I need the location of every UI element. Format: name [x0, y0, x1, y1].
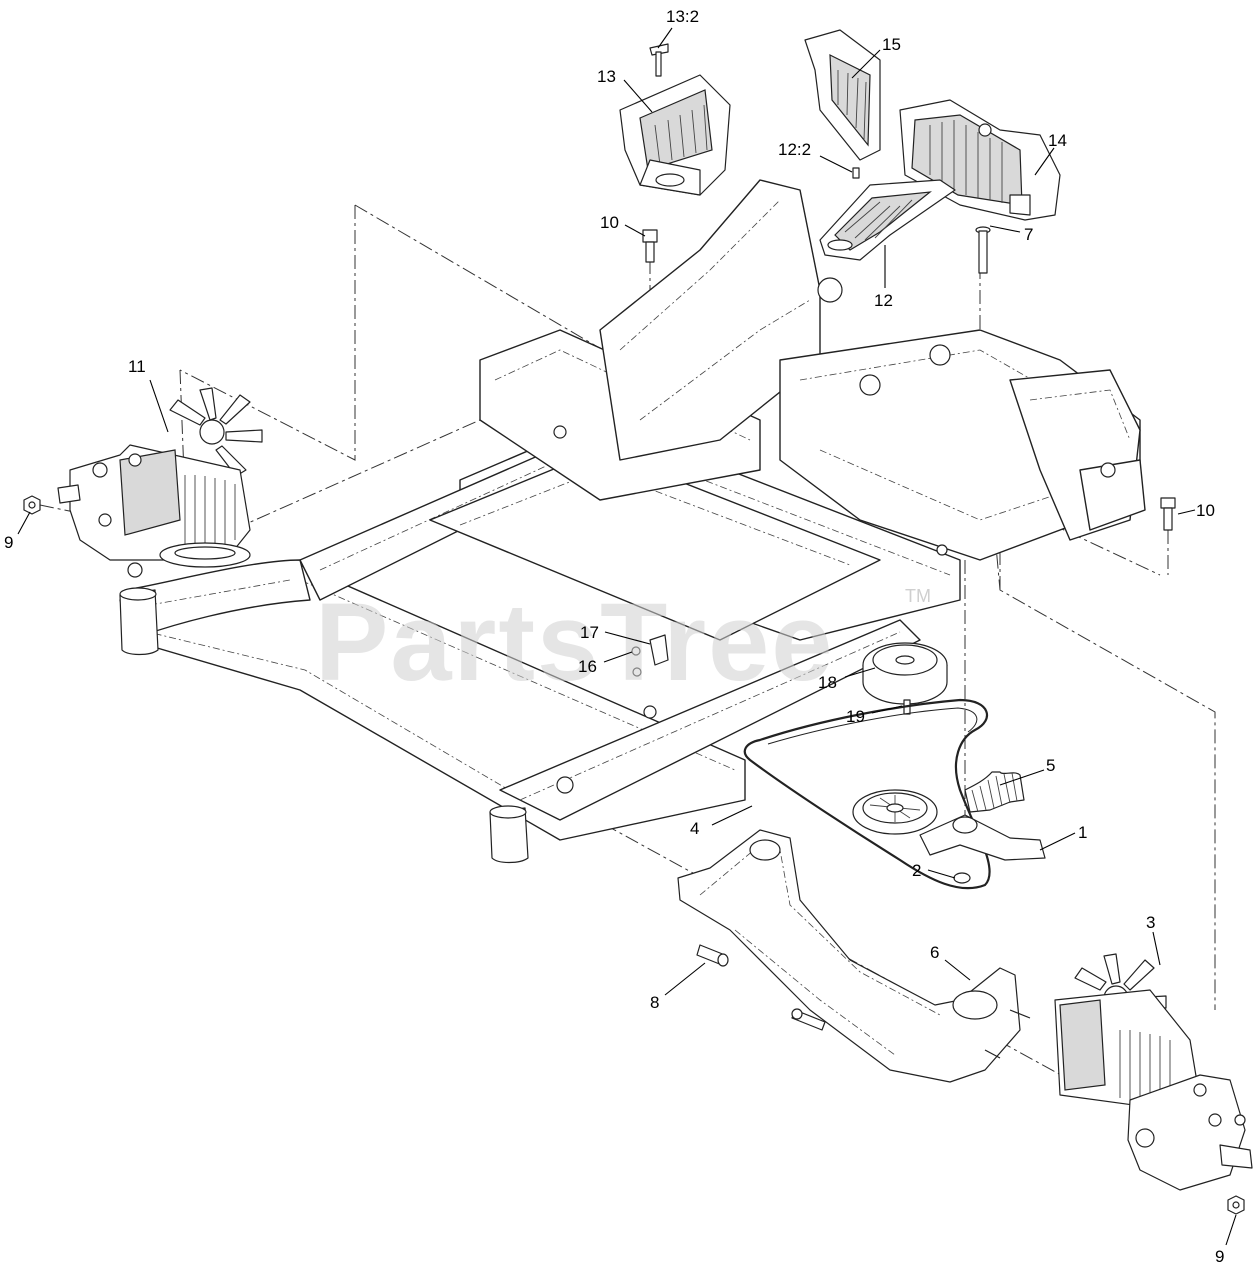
callout-14: 14: [1048, 131, 1067, 150]
part-12-2-fastener[interactable]: [852, 167, 860, 179]
callout-15: 15: [882, 35, 901, 54]
callout-18: 18: [818, 673, 837, 692]
callout-9-left: 9: [4, 533, 13, 552]
partstree-watermark: PartsTree TM: [315, 581, 931, 704]
callout-4: 4: [690, 819, 699, 838]
part-10-bolt-right[interactable]: [1160, 497, 1176, 531]
callout-7: 7: [1024, 225, 1033, 244]
part-5-spring[interactable]: [964, 771, 1025, 813]
cooling-fan-left: [169, 387, 263, 477]
mount-bolt: [791, 1008, 826, 1031]
part-8-pin[interactable]: [696, 944, 729, 967]
part-13-left-shroud[interactable]: [619, 74, 731, 196]
callout-12: 12: [874, 291, 893, 310]
part-7-clevis-pin[interactable]: [975, 226, 991, 274]
watermark-text: PartsTree: [315, 581, 834, 704]
leader-lines: [17, 27, 1237, 1246]
part-17-clip[interactable]: [649, 634, 669, 666]
part-18-pulley[interactable]: [862, 642, 948, 705]
part-9-nut-right[interactable]: [1227, 1195, 1245, 1215]
part-9-nut-left[interactable]: [23, 495, 41, 515]
callout-16: 16: [578, 657, 597, 676]
callout-9-right: 9: [1215, 1247, 1224, 1266]
callout-13: 13: [597, 67, 616, 86]
callout-8: 8: [650, 993, 659, 1012]
part-10-bolt-upper[interactable]: [642, 229, 658, 263]
part-6-mount-bracket[interactable]: [677, 829, 1031, 1083]
part-12-center-panel[interactable]: [819, 179, 956, 261]
callout-12-2: 12:2: [778, 140, 811, 159]
part-11-left-transaxle[interactable]: [57, 387, 263, 578]
callout-10-upper: 10: [600, 213, 619, 232]
part-2-bolt[interactable]: [953, 872, 971, 884]
callout-5: 5: [1046, 756, 1055, 775]
callout-11: 11: [128, 357, 146, 376]
callout-10-right: 10: [1196, 501, 1215, 520]
callout-13-2: 13:2: [666, 7, 699, 26]
callout-19: 19: [846, 707, 865, 726]
callout-17: 17: [580, 623, 599, 642]
callout-3: 3: [1146, 913, 1155, 932]
callout-2: 2: [912, 861, 921, 880]
callout-labels: 13:2 13 15 14 12:2 10 7 12 11 9 10 17 16…: [4, 7, 1224, 1266]
main-frame: [119, 179, 1146, 864]
callout-1: 1: [1078, 823, 1087, 842]
watermark-trademark: TM: [905, 586, 931, 606]
part-13-2-fastener[interactable]: [649, 43, 669, 77]
part-3-right-transaxle[interactable]: [1054, 953, 1253, 1191]
part-15-fender-panel[interactable]: [804, 29, 881, 161]
part-1-idler-arm[interactable]: [852, 789, 1046, 861]
part-16-screw[interactable]: [631, 646, 642, 677]
callout-6: 6: [930, 943, 939, 962]
